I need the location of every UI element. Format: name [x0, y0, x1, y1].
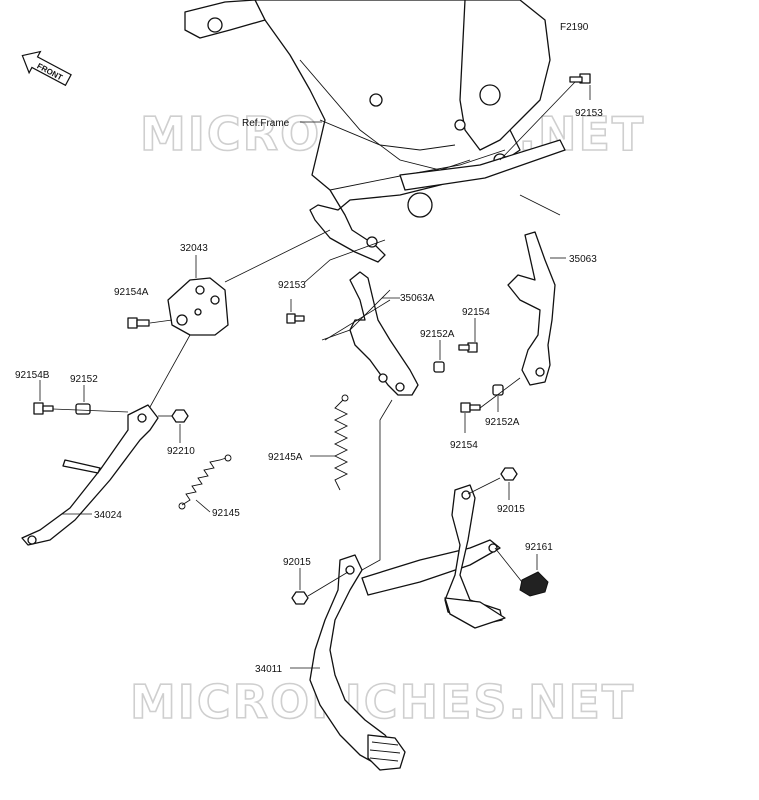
label-92153-top: 92153 [575, 108, 603, 119]
collar-92152A-upper [433, 361, 445, 373]
label-92145: 92145 [212, 508, 240, 519]
bolt-92154A [127, 317, 150, 329]
bracket-32043 [167, 277, 229, 336]
bolt-92154-upper [458, 342, 478, 353]
label-34011: 34011 [255, 664, 283, 675]
label-35063A: 35063A [400, 293, 435, 304]
label-92154-lower: 92154 [450, 440, 478, 451]
bracket-35063 [507, 231, 556, 386]
watermark-bottom: MICROFICHES.NET [130, 675, 635, 729]
stopper-92161 [519, 571, 549, 597]
label-92161: 92161 [525, 542, 553, 553]
bracket-35063A [349, 271, 419, 396]
ref-frame-label: Ref.Frame [242, 118, 290, 129]
label-92154-upper: 92154 [462, 307, 490, 318]
collar-92152 [75, 403, 91, 415]
label-35063: 35063 [569, 254, 597, 265]
spring-92145 [178, 454, 232, 510]
bolt-92154B [33, 402, 54, 415]
spring-92145A [333, 394, 349, 491]
label-92015-lower: 92015 [283, 557, 311, 568]
label-92152A-lower: 92152A [485, 417, 520, 428]
bolt-92153-mid [286, 313, 305, 324]
collar-92152A-lower [492, 384, 504, 396]
label-34024: 34024 [94, 510, 122, 521]
label-92154B: 92154B [15, 370, 50, 381]
figure-code: F2190 [560, 22, 589, 33]
label-32043: 32043 [180, 243, 208, 254]
frame-drawing [184, 0, 566, 263]
label-92152: 92152 [70, 374, 98, 385]
nut-92210 [171, 409, 189, 423]
nut-92015-upper [500, 467, 518, 481]
label-92152A-upper: 92152A [420, 329, 455, 340]
label-92145A: 92145A [268, 452, 303, 463]
label-92015-upper: 92015 [497, 504, 525, 515]
side-stand-34024 [21, 404, 159, 546]
label-92210: 92210 [167, 446, 195, 457]
bolt-92153-top [569, 73, 591, 84]
front-arrow-icon: FRONT [21, 50, 72, 87]
center-stand-34011 [309, 484, 506, 771]
bolt-92154-lower [460, 402, 481, 413]
nut-92015-lower [291, 591, 309, 605]
label-92154A: 92154A [114, 287, 149, 298]
label-92153-mid: 92153 [278, 280, 306, 291]
